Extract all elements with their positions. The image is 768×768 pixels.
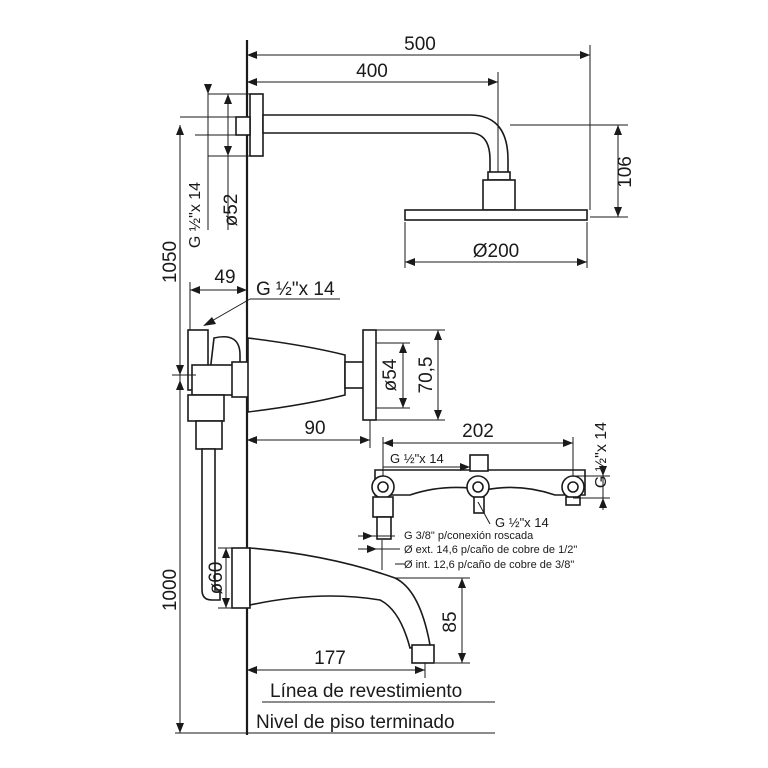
thread-valve-left-label: G ½"x 14: [390, 451, 444, 466]
dim-1000-label: 1000: [160, 569, 181, 611]
dim-52-label: ø52: [221, 194, 242, 227]
thread-top-leader: [203, 298, 340, 326]
thread-top-label: G ½"x 14: [256, 279, 335, 300]
thread-right-label: G ½"x 14: [593, 422, 610, 488]
dim-500-label: 500: [404, 34, 436, 55]
thread-vertical-label: G ½"x 14: [187, 182, 204, 248]
thread-valve-bottom-label: G ½"x 14: [495, 515, 549, 530]
dim-106: [510, 124, 628, 218]
dim-54-label: ø54: [380, 358, 401, 391]
dim-49: [189, 282, 247, 330]
valve-front-view: [371, 454, 586, 540]
note-3: Ø int. 12,6 p/caño de cobre de 3/8": [404, 559, 574, 571]
thread-right-lines: [573, 466, 610, 510]
dim-60: [218, 547, 232, 609]
dim-202-label: 202: [462, 421, 494, 442]
dim-70: [376, 329, 445, 421]
note-1: G 3/8" p/conexión roscada: [404, 530, 534, 542]
dim-177: [247, 663, 426, 678]
thread-valve-bottom-leader: [477, 501, 491, 525]
shower-arm: [235, 93, 588, 221]
note-leaders: [358, 532, 405, 570]
dim-90: [247, 420, 371, 448]
dim-70-label: 70,5: [416, 357, 437, 394]
dim-1000: [176, 375, 184, 733]
dim-200: [404, 222, 588, 268]
note-2: Ø ext. 14,6 p/caño de cobre de 1/2": [404, 544, 577, 556]
dim-1050: [172, 125, 196, 376]
dim-54: [376, 342, 410, 409]
dim-202: [382, 437, 574, 476]
dim-85-label: 85: [440, 611, 461, 632]
dim-500: [247, 45, 591, 210]
dim-177-label: 177: [314, 648, 346, 669]
dim-60-label: ø60: [206, 562, 227, 595]
nivel-piso-label: Nivel de piso terminado: [256, 712, 455, 733]
linea-revestimiento-label: Línea de revestimiento: [270, 681, 462, 702]
dim-90-label: 90: [304, 418, 325, 439]
dim-200-label: Ø200: [473, 241, 519, 262]
dim-85: [395, 577, 470, 664]
dim-1050-label: 1050: [160, 241, 181, 283]
spout: [231, 547, 435, 664]
dim-400-label: 400: [356, 61, 388, 82]
dim-106-label: 106: [615, 156, 636, 188]
mixer-side-view: [187, 329, 377, 450]
dim-49-label: 49: [214, 267, 235, 288]
dim-52-lines: [180, 84, 250, 230]
pipe: [201, 448, 221, 601]
dim-400: [247, 72, 499, 172]
thread-valve-left-leader: [383, 463, 470, 471]
